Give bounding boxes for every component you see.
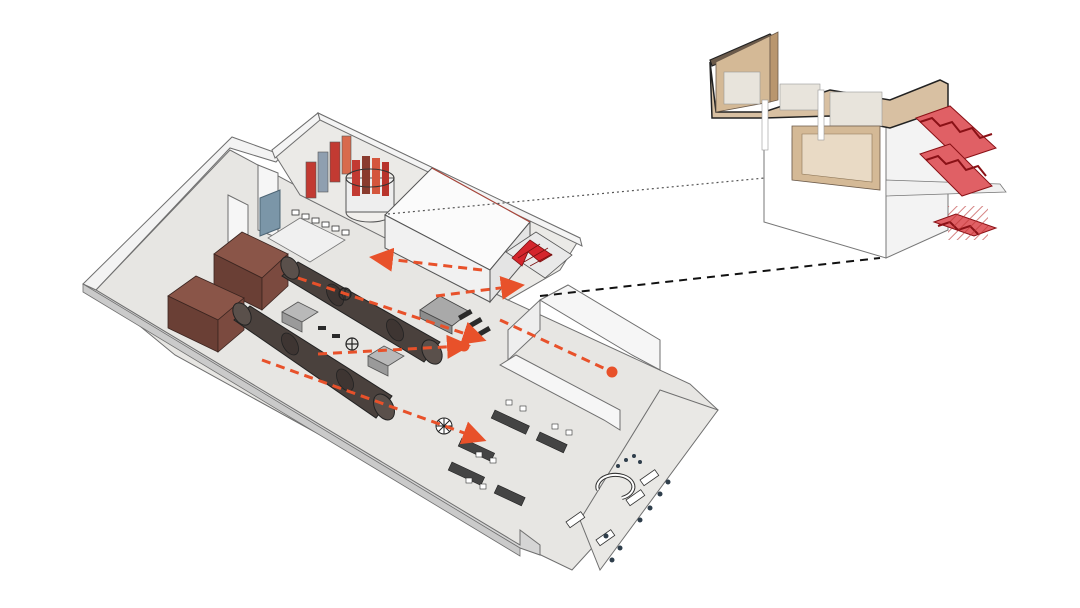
flow-arrow-top [369,247,483,272]
front-wall-face [82,283,521,557]
flow-arrows [261,247,613,445]
corridor-wall-back [538,284,661,371]
seat-row [291,209,350,236]
section-wood-wall [769,31,779,103]
machine-blocks [281,295,471,377]
kiln-tube-upper [280,256,443,365]
reception-desk [595,472,636,500]
flow-dot-center [458,340,470,352]
flow-dots [458,340,618,378]
projection-area [267,217,346,263]
connectors [387,174,881,297]
floor-plan [82,112,719,572]
flow-arrow-return [435,275,525,300]
flow-arrow-middle [317,334,471,359]
section-column-1 [761,99,769,151]
section-column-2 [817,89,825,141]
section-model [709,31,1007,259]
spiral-stair-small [435,417,453,435]
section-level-middle-inner [801,133,873,183]
flow-arrow-lower [261,358,487,445]
lobby-chairs [603,454,671,563]
kiln-tube-lower [232,302,395,421]
spiral-stair-red [505,231,573,279]
office-wall [498,354,621,431]
flow-dot-corridor [606,366,618,378]
flow-arrow-corridor [499,318,613,374]
banner-displays [305,135,352,199]
section-stair-middle [919,143,993,197]
office-chairs [465,399,573,490]
section-stair-bottom [932,206,998,240]
connector-dotted [387,174,797,215]
corridor-wall-front [507,298,541,362]
circular-display [345,156,395,223]
flow-arrow-upper [297,276,487,345]
connector-dashed [539,257,881,297]
glass-panel [259,189,281,237]
